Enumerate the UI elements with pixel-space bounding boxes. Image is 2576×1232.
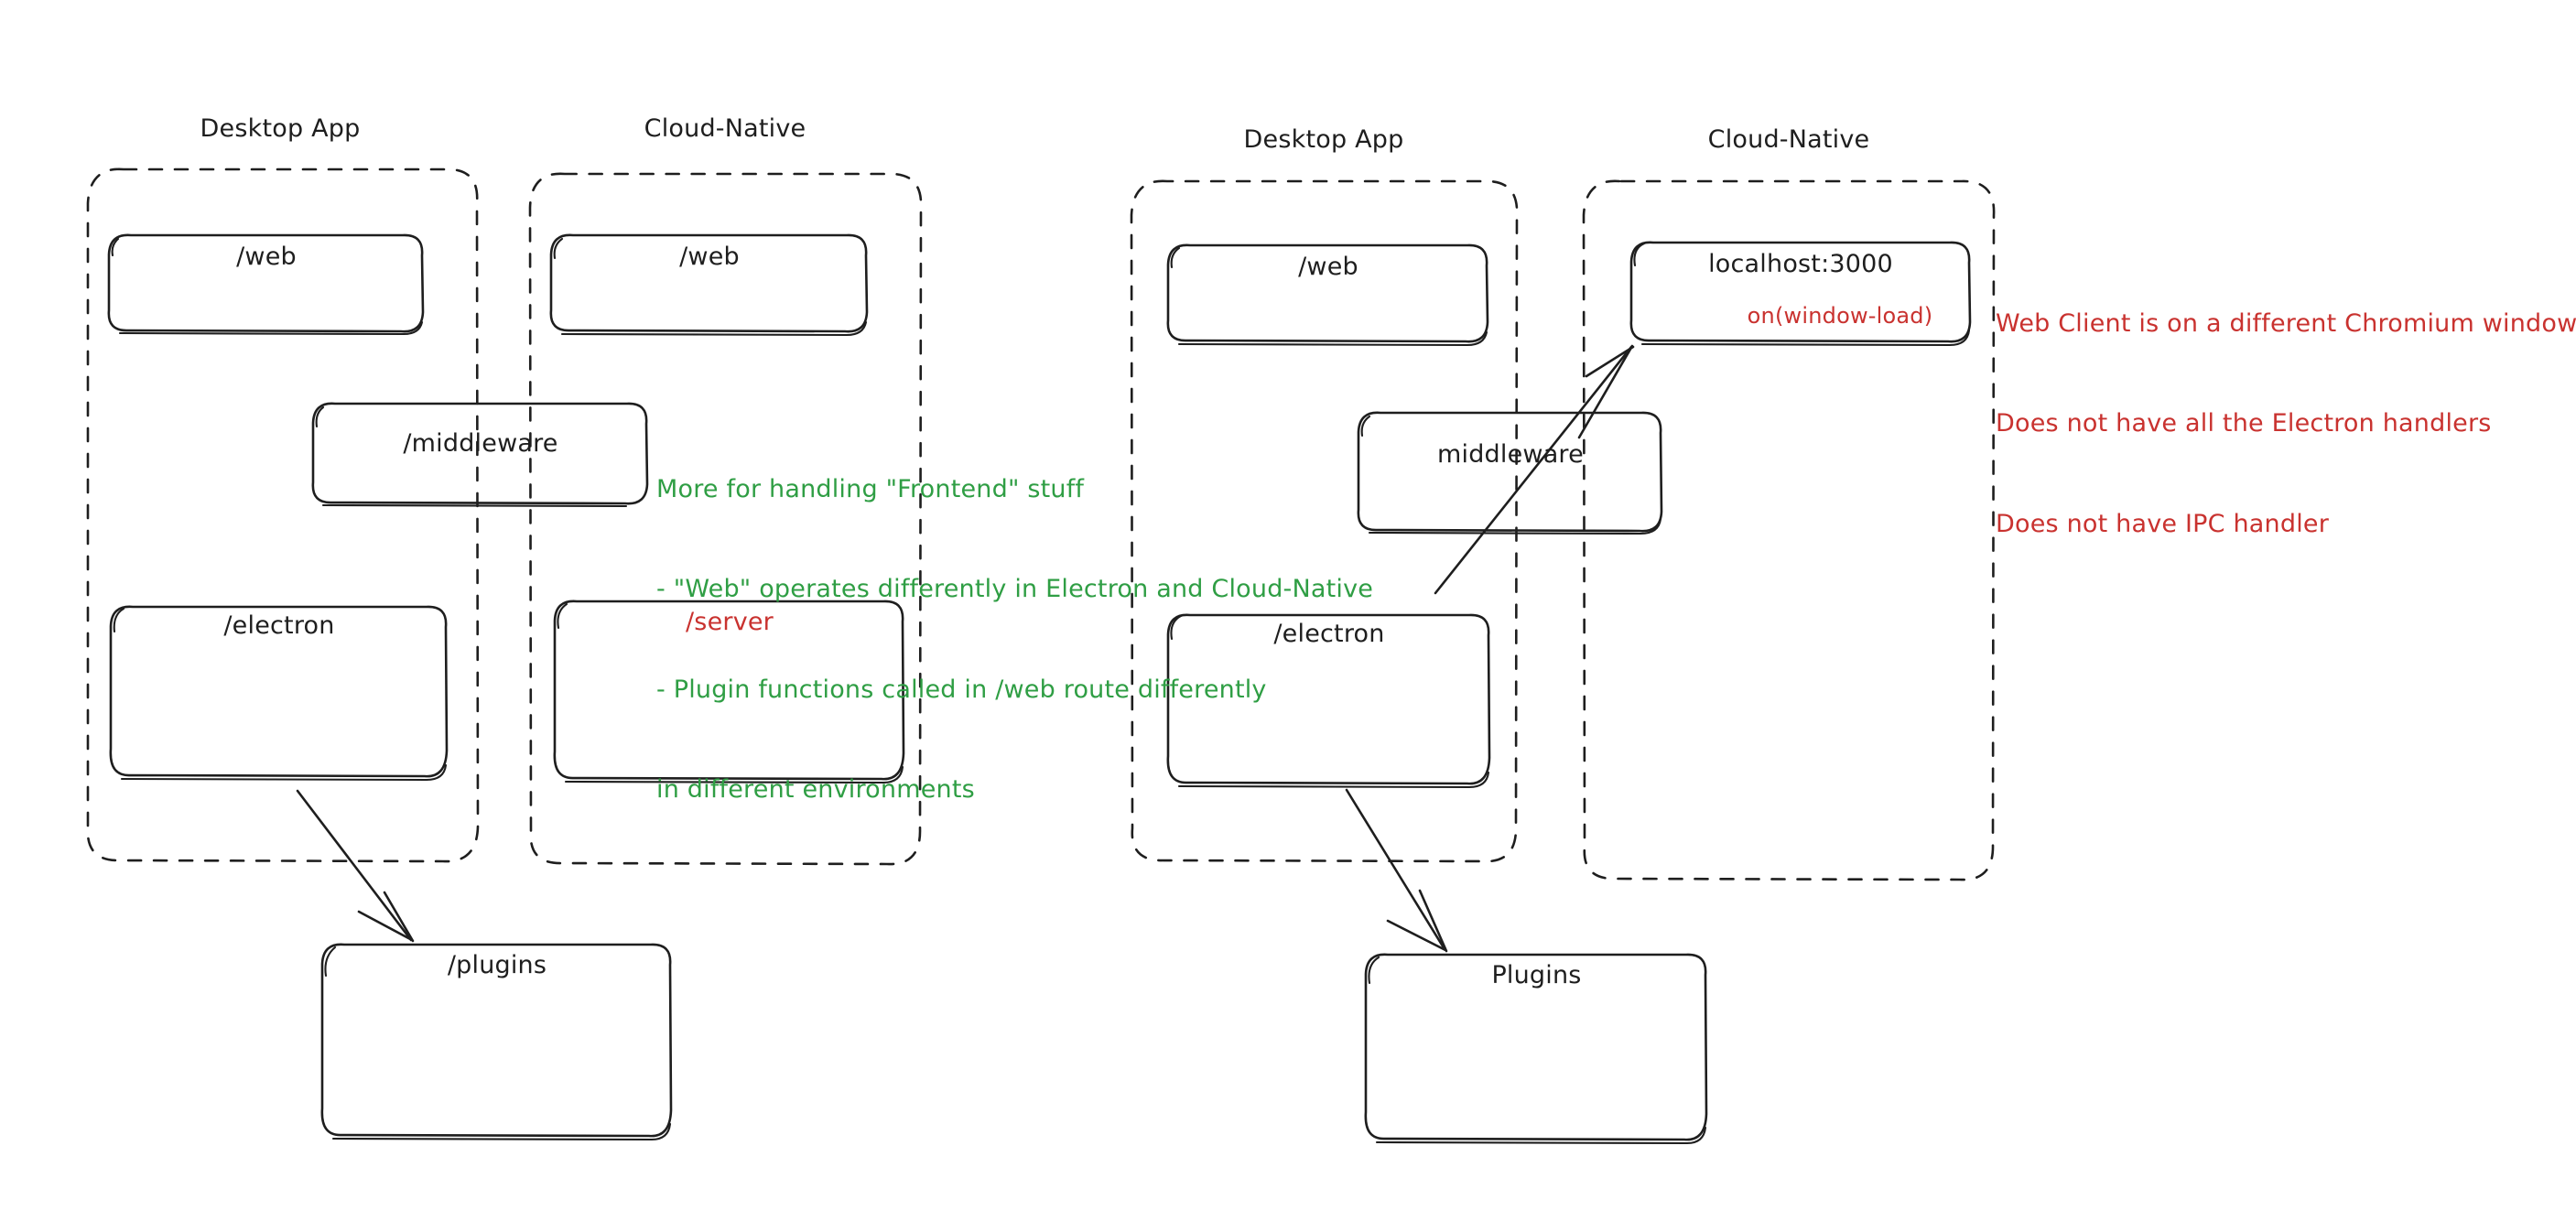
node-left-cloud-web-sketch [553, 237, 868, 337]
node-left-electron [109, 605, 449, 778]
group-outline-left-cloud [528, 172, 923, 866]
arrow-left-head [357, 891, 415, 943]
annotation-red-line-3: Does not have IPC handler [1996, 509, 2330, 538]
node-label-left-plugins: /plugins [447, 951, 547, 979]
node-label-left-server: /server [686, 608, 774, 636]
arrow-left-electron-to-plugins [296, 789, 413, 942]
node-left-server-sketch [557, 602, 904, 784]
group-title-right-desktop: Desktop App [1243, 125, 1404, 154]
node-label-right-middleware: middleware [1437, 440, 1584, 469]
annotation-note-green: More for handling "Frontend" stuff - "We… [656, 406, 1373, 840]
annotation-green-line-3: - Plugin functions called in /web route … [656, 675, 1267, 704]
node-left-desktop-web [107, 233, 425, 333]
annotation-green-line-1: More for handling "Frontend" stuff [656, 474, 1085, 503]
group-outline-right-cloud [1582, 179, 1996, 881]
node-right-desktop-web-sketch [1170, 246, 1488, 347]
node-left-server [553, 600, 905, 781]
group-title-left-cloud: Cloud-Native [644, 114, 806, 143]
node-label-right-electron: /electron [1273, 620, 1385, 648]
node-left-plugins [320, 943, 673, 1138]
annotation-note-red: Web Client is on a different Chromium wi… [1996, 241, 2576, 574]
node-label-left-desktop-web: /web [236, 243, 297, 271]
node-left-cloud-web [549, 233, 869, 333]
arrow-right-head-up [1577, 344, 1635, 439]
node-left-middleware [311, 402, 649, 505]
node-right-plugins-sketch [1368, 956, 1707, 1145]
node-right-electron [1166, 613, 1491, 785]
group-title-right-cloud: Cloud-Native [1707, 125, 1870, 154]
node-label-left-electron: /electron [223, 611, 335, 640]
arrow-right-electron-to-plugins [1345, 788, 1446, 951]
annotation-green-line-4: in different environments [656, 774, 975, 804]
node-right-plugins [1364, 953, 1708, 1141]
group-outline-right-desktop [1130, 179, 1519, 863]
group-outline-left-desktop [86, 168, 480, 863]
node-label-left-middleware: /middleware [403, 429, 558, 458]
node-label-left-cloud-web: /web [679, 243, 740, 271]
group-title-left-desktop: Desktop App [200, 114, 361, 143]
annotation-red-line-1: Web Client is on a different Chromium wi… [1996, 308, 2576, 338]
arrow-right-electron-to-localhost [1434, 345, 1633, 595]
node-label-right-localhost: localhost:3000 [1708, 250, 1893, 278]
annotation-red-line-2: Does not have all the Electron handlers [1996, 409, 2492, 438]
node-label-right-plugins: Plugins [1491, 961, 1582, 989]
arrow-right-head-down [1386, 889, 1448, 953]
node-right-middleware-sketch [1360, 415, 1662, 535]
node-label-right-desktop-web: /web [1298, 253, 1358, 281]
node-right-localhost [1629, 241, 1972, 343]
node-right-electron-sketch [1170, 614, 1490, 789]
annotation-green-line-2: - "Web" operates differently in Electron… [656, 575, 1374, 604]
node-left-middleware-sketch [315, 405, 628, 508]
node-right-desktop-web [1166, 243, 1489, 343]
node-left-plugins-sketch [324, 946, 672, 1141]
node-right-middleware [1357, 411, 1663, 533]
node-left-desktop-web-sketch [111, 237, 424, 336]
node-left-electron-sketch [113, 607, 448, 782]
node-right-localhost-sketch [1633, 242, 1971, 347]
node-sublabel-right-localhost: on(window-load) [1747, 303, 1933, 329]
